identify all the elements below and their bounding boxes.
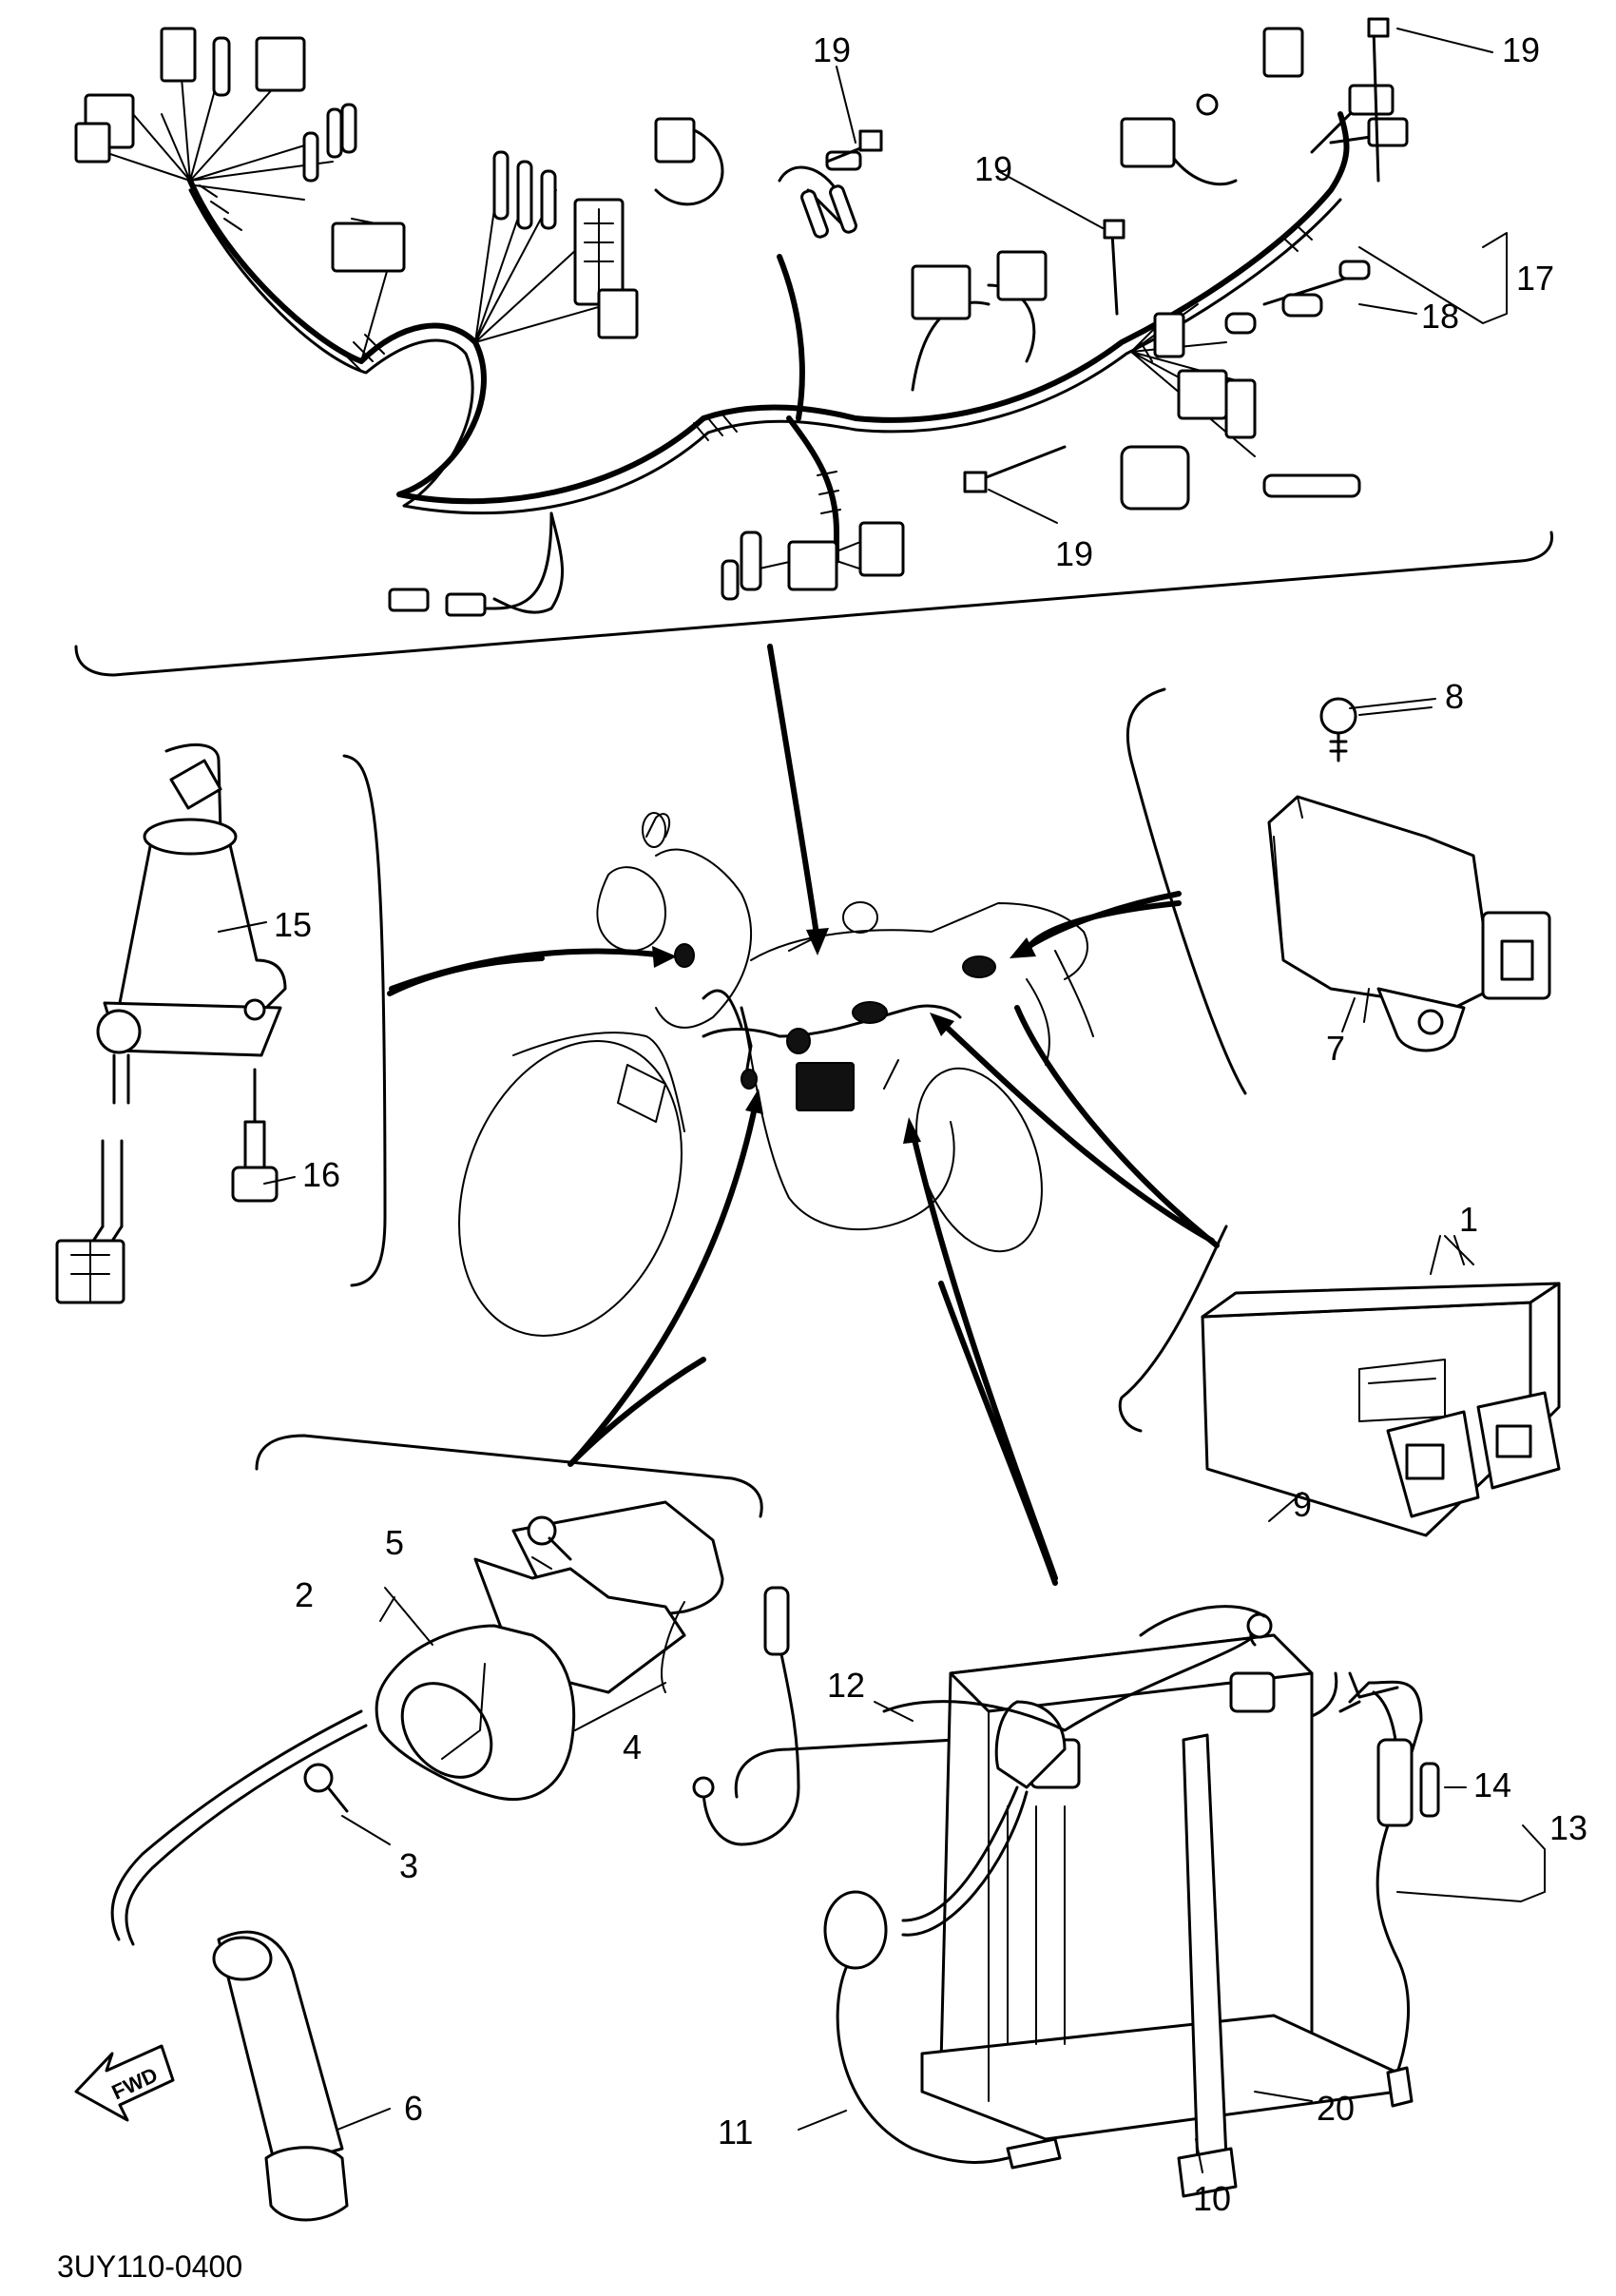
callout-leaders: [218, 28, 1546, 2173]
ignition-coil-group: [110, 1357, 763, 2222]
callout-5: 5: [385, 1523, 404, 1562]
callout-19-lower: 19: [1055, 534, 1093, 573]
callout-6: 6: [404, 2089, 423, 2128]
fwd-arrow: FWD: [74, 2044, 175, 2122]
callout-2: 2: [295, 1575, 314, 1614]
callout-19-middle: 19: [974, 149, 1012, 188]
callout-7: 7: [1326, 1029, 1345, 1068]
callout-3: 3: [399, 1846, 418, 1885]
callout-16: 16: [302, 1155, 340, 1194]
callout-20: 20: [1317, 2089, 1355, 2128]
callout-19-top-middle: 19: [813, 30, 851, 69]
callout-10: 10: [1193, 2179, 1231, 2218]
callout-14: 14: [1473, 1765, 1511, 1804]
callout-labels: 1 2 3 4 5 6 7 8 9 10 11 12 13 14 15 16 1…: [274, 30, 1587, 2218]
callout-9: 9: [1293, 1485, 1312, 1524]
callout-15: 15: [274, 905, 312, 944]
wire-harness: [74, 17, 1409, 617]
locator-arrows: [389, 644, 1215, 1581]
callout-13: 13: [1549, 1808, 1587, 1847]
relay-group: [1024, 687, 1551, 1095]
callout-1: 1: [1459, 1200, 1478, 1239]
drawing-code: 3UY110-0400: [57, 2249, 242, 2284]
main-switch-group: [55, 743, 545, 1304]
callout-17: 17: [1516, 259, 1554, 298]
callout-4: 4: [623, 1727, 642, 1766]
callout-11: 11: [718, 2113, 753, 2151]
harness-group-bracket: [74, 531, 1554, 677]
callout-12: 12: [827, 1666, 865, 1705]
igniter-group: [1014, 1005, 1561, 1537]
callout-18: 18: [1421, 297, 1459, 336]
motorcycle-outline: [458, 812, 1094, 1337]
callout-19-top-right: 19: [1502, 30, 1540, 69]
battery-group: [692, 1281, 1440, 2198]
callout-8: 8: [1445, 677, 1464, 716]
